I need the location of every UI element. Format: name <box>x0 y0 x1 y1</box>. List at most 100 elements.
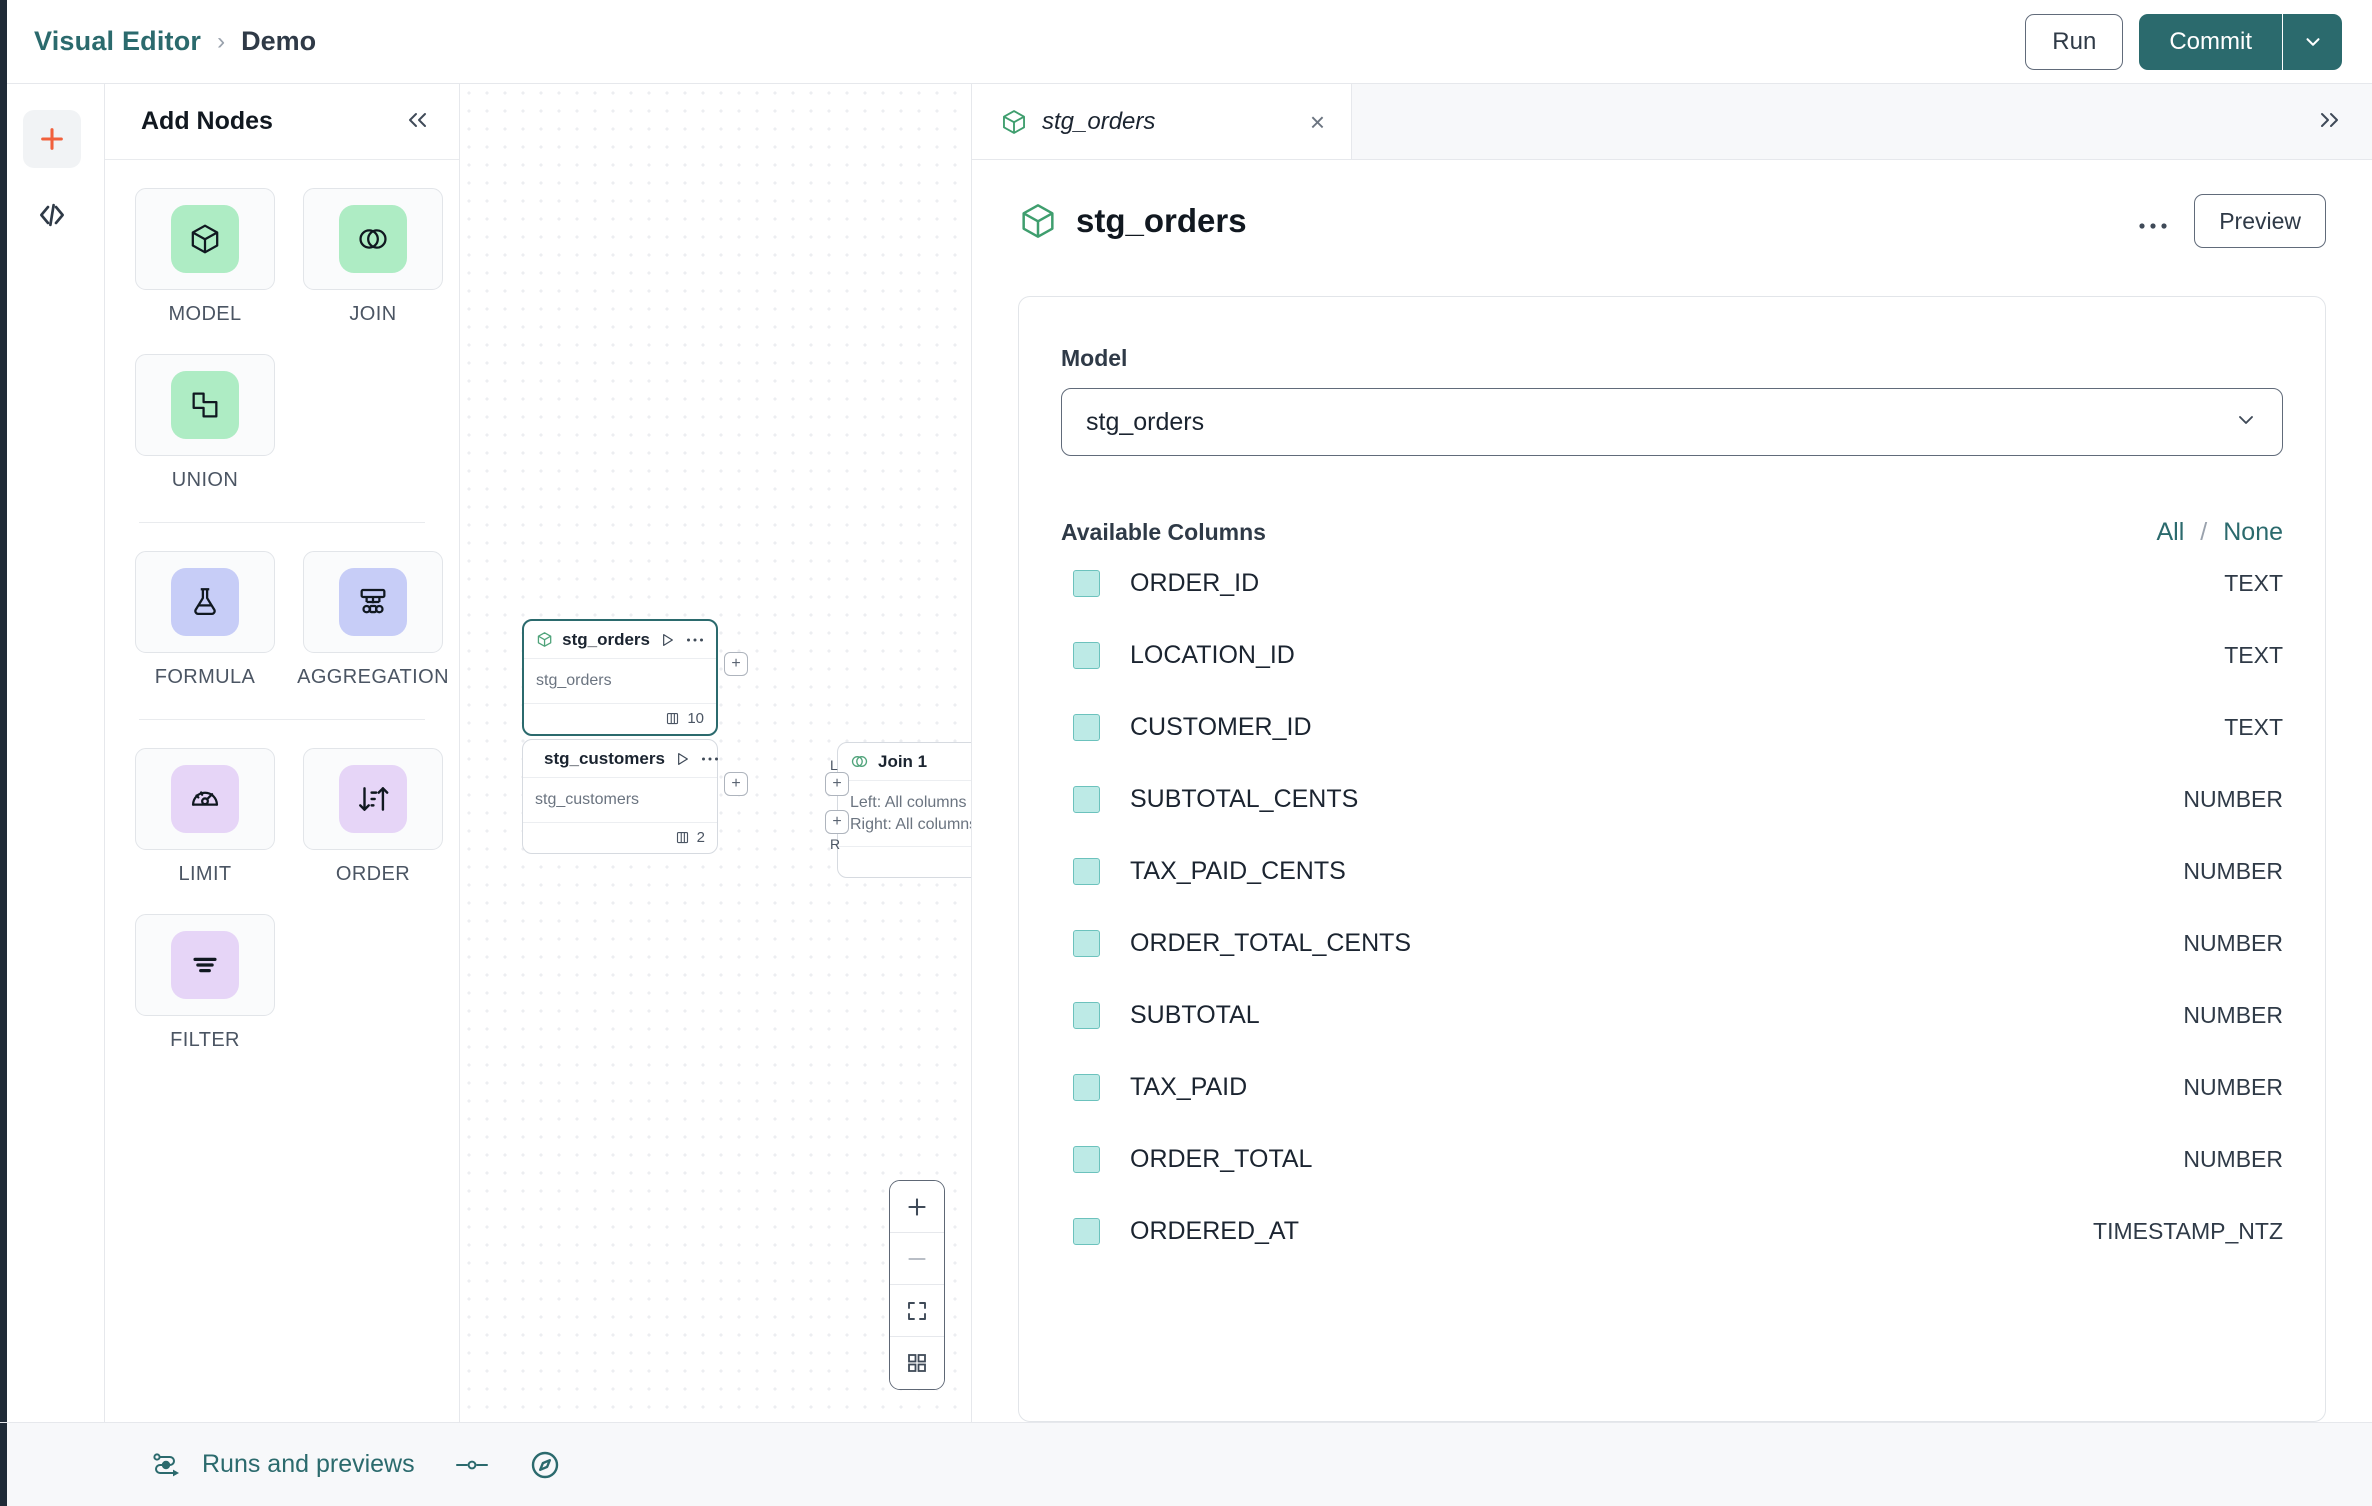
palette-item-limit[interactable]: LIMIT <box>135 748 275 886</box>
palette-tile-limit[interactable] <box>135 748 275 850</box>
add-node-rail-button[interactable] <box>23 110 81 168</box>
run-button[interactable]: Run <box>2025 13 2124 70</box>
runs-and-previews-button[interactable]: Runs and previews <box>150 1450 415 1480</box>
column-name: ORDER_ID <box>1130 568 1260 597</box>
column-checkbox[interactable] <box>1073 1073 1100 1101</box>
panel-menu-button[interactable] <box>2138 206 2168 236</box>
column-checkbox[interactable] <box>1073 641 1100 669</box>
node-group-modifiers: LIMIT ORDER <box>135 748 443 1052</box>
model-select[interactable]: stg_orders <box>1061 388 2283 456</box>
canvas-node-stg-customers[interactable]: stg_customers stg_customers 2 <box>522 739 718 854</box>
column-checkbox[interactable] <box>1073 1217 1100 1245</box>
column-checkbox[interactable] <box>1073 713 1100 741</box>
select-all-link[interactable]: All <box>2156 518 2185 546</box>
expand-panel-button[interactable] <box>2316 109 2342 135</box>
code-view-rail-button[interactable] <box>23 186 81 244</box>
tab-stg-orders[interactable]: stg_orders × <box>972 84 1352 159</box>
column-type: TEXT <box>2224 569 2283 596</box>
palette-tile-model[interactable] <box>135 188 275 290</box>
column-type: NUMBER <box>2183 857 2283 884</box>
play-icon[interactable] <box>674 751 690 767</box>
node-subtitle: stg_customers <box>535 791 640 808</box>
palette-tile-join[interactable] <box>303 188 443 290</box>
palette-item-join[interactable]: JOIN <box>303 188 443 326</box>
flask-icon <box>194 588 216 616</box>
palette-tile-formula[interactable] <box>135 551 275 653</box>
column-name: TAX_PAID_CENTS <box>1130 856 1346 885</box>
tab-close-button[interactable]: × <box>1309 106 1325 137</box>
available-columns-title: Available Columns <box>1061 519 1266 545</box>
runs-slider-toggle[interactable] <box>455 1454 489 1476</box>
chip-join <box>339 205 407 273</box>
palette-item-order[interactable]: ORDER <box>303 748 443 886</box>
node-group-sources: MODEL JOIN <box>135 188 443 492</box>
canvas-node-stg-orders[interactable]: stg_orders stg_orders 10 <box>522 619 718 736</box>
canvas-node-join-1[interactable]: Join 1 Left: All columns Right: All colu… <box>837 742 971 879</box>
breadcrumb: Visual Editor › Demo <box>34 26 316 57</box>
port-out-stg-customers[interactable]: + <box>724 772 748 796</box>
port-out-stg-orders[interactable]: + <box>724 652 748 676</box>
panel-title: stg_orders <box>1076 202 1247 239</box>
kebab-menu-icon <box>2139 223 2167 229</box>
compass-button[interactable] <box>529 1449 561 1481</box>
port-tag-left: L <box>830 757 838 773</box>
palette-item-formula[interactable]: FORMULA <box>135 551 275 689</box>
commit-button-group: Commit <box>2139 13 2342 70</box>
column-name: LOCATION_ID <box>1130 640 1295 669</box>
play-icon[interactable] <box>659 632 675 648</box>
palette-tile-filter[interactable] <box>135 914 275 1016</box>
breadcrumb-current: Demo <box>241 26 317 56</box>
column-type: NUMBER <box>2183 1145 2283 1172</box>
node-menu-icon[interactable] <box>701 756 719 762</box>
venn-circles-icon <box>359 229 387 249</box>
flow-canvas[interactable]: stg_orders stg_orders 10 + <box>460 84 972 1422</box>
port-in-join-left[interactable]: + <box>825 772 849 796</box>
zoom-in-button[interactable] <box>890 1181 944 1233</box>
commit-dropdown-button[interactable] <box>2282 13 2342 70</box>
column-checkbox[interactable] <box>1073 569 1100 597</box>
model-config-card: Model stg_orders Available Columns All /… <box>1018 296 2326 1422</box>
details-panel: stg_orders × stg_orders Preview <box>972 84 2372 1422</box>
palette-item-aggregation[interactable]: AGGREGATION <box>297 551 449 689</box>
sort-icon <box>359 787 389 811</box>
column-type: NUMBER <box>2183 929 2283 956</box>
columns-icon <box>676 832 688 844</box>
palette-tile-union[interactable] <box>135 354 275 456</box>
fit-view-button[interactable] <box>890 1285 944 1337</box>
column-checkbox[interactable] <box>1073 1001 1100 1029</box>
zoom-out-button[interactable] <box>890 1233 944 1285</box>
port-in-join-right[interactable]: + <box>825 810 849 834</box>
column-name: SUBTOTAL <box>1130 1000 1260 1029</box>
palette-item-union[interactable]: UNION <box>135 354 275 492</box>
select-none-link[interactable]: None <box>2223 518 2283 546</box>
breadcrumb-separator-icon: › <box>217 27 226 55</box>
palette-item-filter[interactable]: FILTER <box>135 914 275 1052</box>
column-row[interactable]: ORDER_ID TEXT <box>1061 547 2283 619</box>
column-checkbox[interactable] <box>1073 785 1100 813</box>
commit-button[interactable]: Commit <box>2139 13 2282 70</box>
node-footer: 2 <box>523 823 717 853</box>
column-checkbox[interactable] <box>1073 929 1100 957</box>
collapse-panel-button[interactable] <box>405 109 431 135</box>
palette-tile-order[interactable] <box>303 748 443 850</box>
model-select-value: stg_orders <box>1086 407 1205 436</box>
column-checkbox[interactable] <box>1073 857 1100 885</box>
tidy-layout-button[interactable] <box>890 1337 944 1389</box>
palette-item-model[interactable]: MODEL <box>135 188 275 326</box>
palette-tile-aggregation[interactable] <box>303 551 443 653</box>
preview-button[interactable]: Preview <box>2194 194 2326 248</box>
node-menu-icon[interactable] <box>686 637 704 643</box>
palette-label-limit: LIMIT <box>178 863 232 885</box>
column-row[interactable]: TAX_PAID_CENTS NUMBER <box>1061 835 2283 907</box>
chevron-down-icon <box>2234 408 2258 437</box>
breadcrumb-root[interactable]: Visual Editor <box>34 26 202 56</box>
column-checkbox[interactable] <box>1073 1145 1100 1173</box>
